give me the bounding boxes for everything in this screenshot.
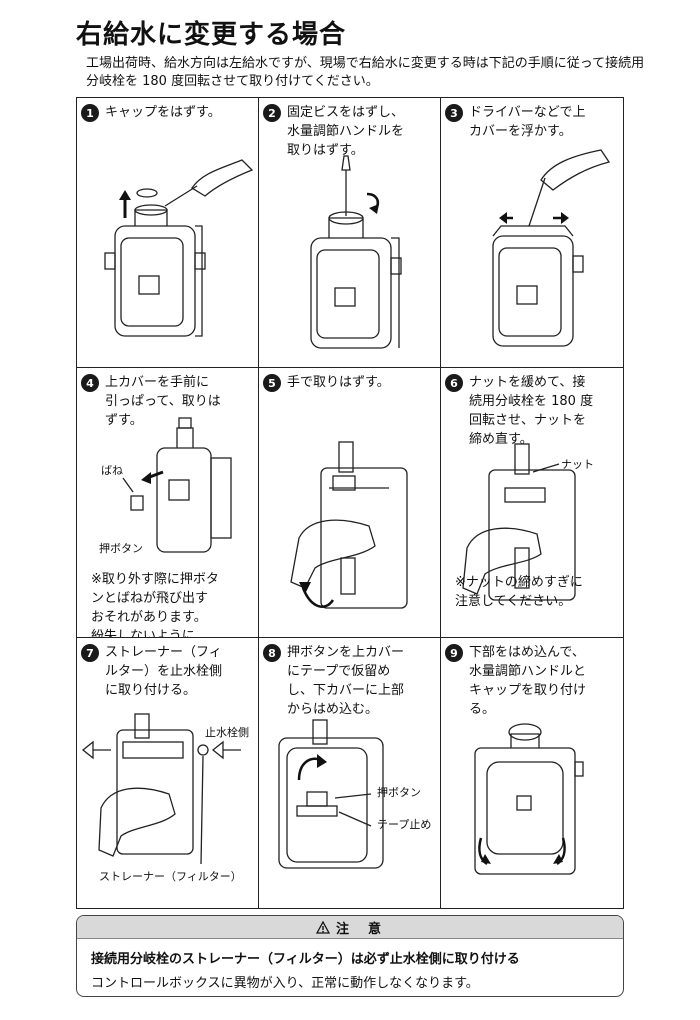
intro-text: 工場出荷時、給水方向は左給水ですが、現場で右給水に変更する時は下記の手順に従って… xyxy=(86,56,645,89)
push-button-label: 押ボタン xyxy=(99,542,143,555)
step-text: 上カバーを手前に 引っぱって、取りは ずす。 xyxy=(105,375,221,428)
step-number: 4 xyxy=(81,374,99,392)
step-number: 5 xyxy=(263,374,281,392)
step-text: ナットを緩めて、接 続用分岐栓を 180 度 回転させ、ナットを 締め直す。 xyxy=(469,375,594,447)
attach-strainer-illustration xyxy=(81,713,241,865)
remove-cap-illustration xyxy=(104,159,254,337)
step-number: 6 xyxy=(445,374,463,392)
remove-screw-illustration xyxy=(310,155,402,349)
nut-label: ナット xyxy=(561,458,594,471)
step-4: 4 上カバーを手前に 引っぱって、取りは ずす。 ばね 押ボタン ※取り外す際に… xyxy=(77,368,259,638)
step-number: 8 xyxy=(263,644,281,662)
reassembled-unit-illustration xyxy=(474,723,584,875)
caution-header: 注 意 xyxy=(77,916,623,939)
caution-bold-text: 接続用分岐栓のストレーナー（フィルター）は必ず止水栓側に取り付ける xyxy=(91,952,520,967)
tape-label: テープ止め xyxy=(377,818,432,831)
step-4-note: ※取り外す際に押ボタ ンとばねが飛び出す おそれがあります。 紛失しないように、… xyxy=(91,572,219,638)
step-5: 5 手で取りはずす。 xyxy=(259,368,441,638)
lift-cover-illustration xyxy=(492,149,611,347)
page-title: 右給水に変更する場合 xyxy=(76,20,347,50)
step-number: 9 xyxy=(445,644,463,662)
step-6: 6 ナットを緩めて、接 続用分岐栓を 180 度 回転させ、ナットを 締め直す。… xyxy=(441,368,623,638)
step-9: 9 下部をはめ込んで、 水量調節ハンドルと キャップを取り付け る。 xyxy=(441,638,623,908)
step-number: 7 xyxy=(81,644,99,662)
step-2: 2 固定ビスをはずし、 水量調節ハンドルを 取りはずす。 xyxy=(259,98,441,368)
warning-triangle-icon xyxy=(315,920,330,934)
push-button-label: 押ボタン xyxy=(377,786,421,799)
step-text: キャップをはずす。 xyxy=(105,105,221,120)
step-1: 1 キャップをはずす。 xyxy=(77,98,259,368)
caution-heading: 注 意 xyxy=(335,921,384,937)
refit-cover-illustration xyxy=(278,719,384,869)
step-number: 1 xyxy=(81,104,99,122)
step-text: 固定ビスをはずし、 水量調節ハンドルを 取りはずす。 xyxy=(287,105,405,158)
pull-cover-illustration xyxy=(122,417,232,553)
spring-label: ばね xyxy=(101,464,123,477)
step-text: 手で取りはずす。 xyxy=(287,375,390,390)
remove-by-hand-illustration xyxy=(290,441,408,609)
step-text: 下部をはめ込んで、 水量調節ハンドルと キャップを取り付け る。 xyxy=(469,645,587,717)
step-number: 2 xyxy=(263,104,281,122)
rotate-fitting-illustration xyxy=(462,443,576,601)
caution-text: コントロールボックスに異物が入り、正常に動作しなくなります。 xyxy=(91,976,479,991)
step-text: ドライバーなどで上 カバーを浮かす。 xyxy=(469,105,586,139)
step-text: 押ボタンを上カバー にテープで仮留め し、下カバーに上部 からはめ込む。 xyxy=(287,645,405,717)
caution-box: 注 意 接続用分岐栓のストレーナー（フィルター）は必ず止水栓側に取り付ける コン… xyxy=(76,915,624,997)
strainer-label: ストレーナー（フィルター） xyxy=(99,870,242,883)
step-8: 8 押ボタンを上カバー にテープで仮留め し、下カバーに上部 からはめ込む。 押… xyxy=(259,638,441,908)
step-text: ストレーナー（フィ ルター）を止水栓側 に取り付ける。 xyxy=(105,645,223,698)
step-3: 3 ドライバーなどで上 カバーを浮かす。 xyxy=(441,98,623,368)
step-7: 7 ストレーナー（フィ ルター）を止水栓側 に取り付ける。 止水栓側 ストレーナ… xyxy=(77,638,259,908)
step-6-note: ※ナットの締めすぎに 注意してください。 xyxy=(455,575,583,609)
step-number: 3 xyxy=(445,104,463,122)
shutoff-valve-side-label: 止水栓側 xyxy=(205,726,249,739)
steps-grid: 1 キャップをはずす。 2 固定ビスをはずし、 水量調節ハンドルを 取りはずす。 xyxy=(76,97,624,909)
